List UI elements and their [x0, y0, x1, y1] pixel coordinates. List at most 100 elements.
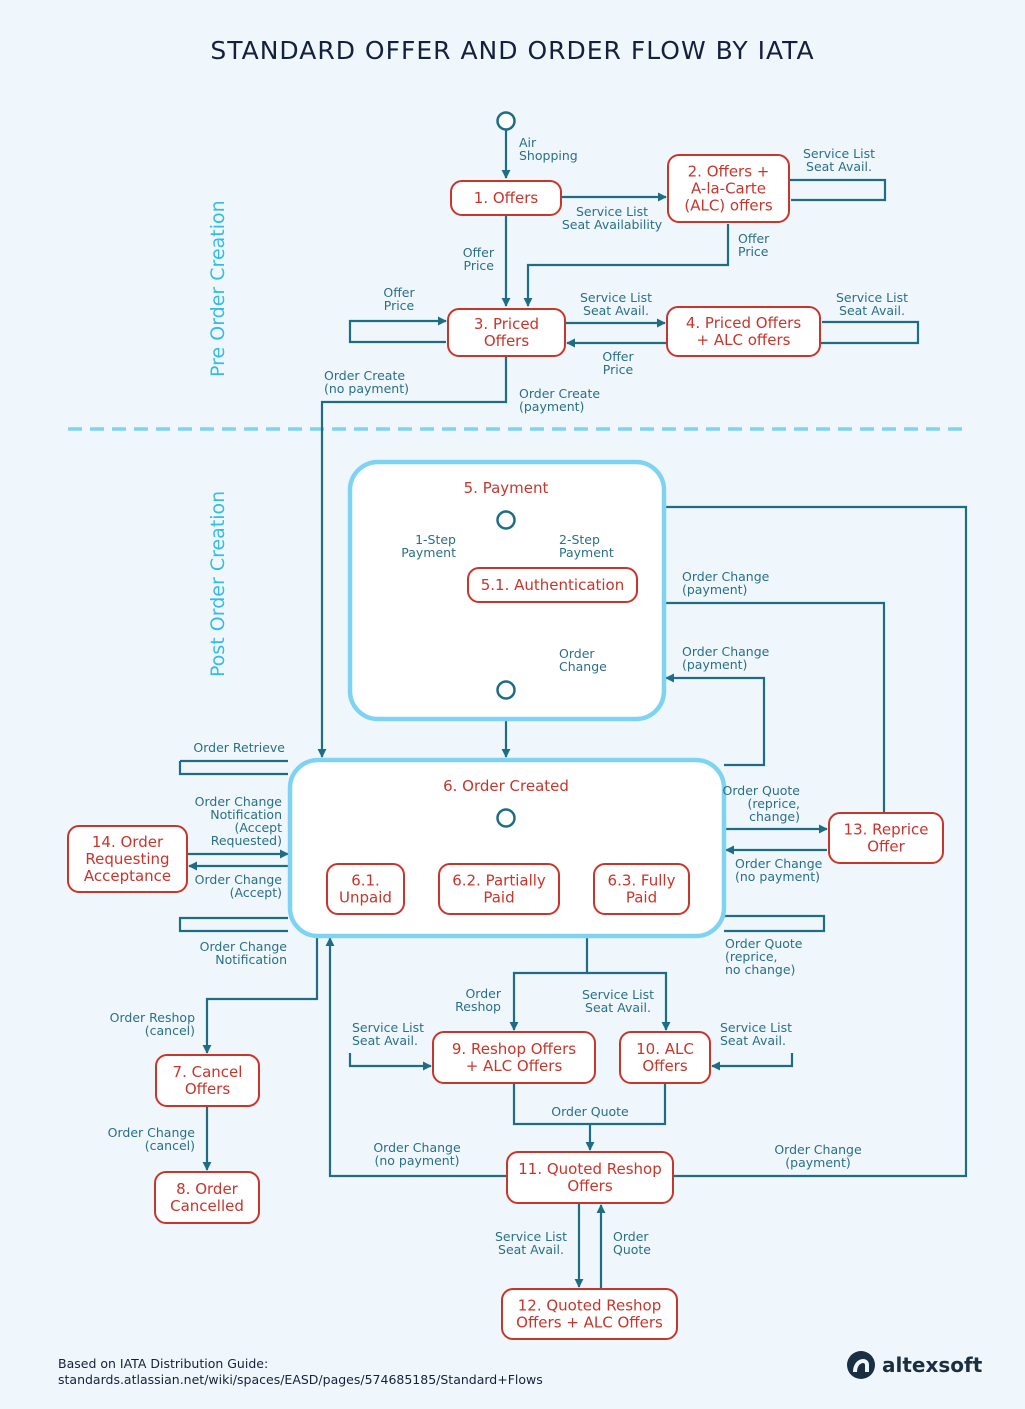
state-circle	[496, 680, 516, 700]
node-text: Offer	[867, 838, 905, 856]
flow-arrow	[540, 505, 968, 1178]
node-text: Paid	[483, 889, 514, 907]
node-text: 8. Order	[176, 1180, 239, 1198]
flow-arrow	[202, 936, 319, 1054]
edge-label-order-change-payment-11: Order Change(payment)	[774, 1142, 862, 1170]
flow-arrow	[509, 936, 589, 1031]
flow-arrow	[178, 761, 288, 776]
flow-arrow	[789, 178, 887, 202]
node-text: 10. ALC	[636, 1040, 694, 1058]
flow-arrow	[325, 937, 507, 1178]
flow-arrow	[665, 673, 766, 767]
node-text: Offers	[185, 1080, 231, 1098]
node-text: 4. Priced Offers	[686, 314, 801, 332]
node-text: (ALC) offers	[684, 197, 772, 215]
edge-label-order-change-cancel: Order Change(cancel)	[108, 1125, 196, 1153]
node-text: + ALC offers	[697, 331, 791, 349]
flow-arrow	[348, 1053, 432, 1071]
node-text: 1. Offers	[474, 189, 539, 207]
container-title: 6. Order Created	[443, 777, 569, 795]
node-reshop-offers: 9. Reshop Offers+ ALC Offers	[432, 1031, 596, 1084]
brand-logo: altexsoft	[846, 1350, 982, 1380]
node-text: 12. Quoted Reshop	[518, 1297, 662, 1315]
container-title: 5. Payment	[464, 479, 549, 497]
flow-arrow	[523, 224, 730, 307]
edge-label-order-reshop-cancel: Order Reshop(cancel)	[110, 1010, 195, 1038]
node-text: 5.1. Authentication	[481, 576, 625, 594]
edge-label-order-quote-11: Order Quote	[551, 1104, 629, 1119]
node-text: + ALC Offers	[466, 1057, 563, 1075]
node-text: 7. Cancel	[173, 1063, 243, 1081]
source-line-1: Based on IATA Distribution Guide:	[58, 1356, 269, 1371]
edge-label-order-change-no-payment-13: Order Change(no payment)	[735, 856, 823, 884]
edge-label-order-change-accept: Order Change(Accept)	[195, 872, 283, 900]
source-note: Based on IATA Distribution Guide: standa…	[58, 1356, 543, 1388]
node-text: Offers + ALC Offers	[516, 1314, 663, 1332]
node-unpaid: 6.1.Unpaid	[326, 863, 405, 915]
node-alc-offers: 2. Offers +A-la-Carte(ALC) offers	[667, 154, 790, 223]
state-circle	[496, 510, 516, 530]
source-line-2: standards.atlassian.net/wiki/spaces/EASD…	[58, 1372, 543, 1387]
node-text: Offers	[484, 332, 530, 350]
node-text: Acceptance	[84, 867, 171, 885]
node-text: A-la-Carte	[691, 180, 766, 198]
node-text: Unpaid	[339, 889, 392, 907]
node-text: 9. Reshop Offers	[452, 1040, 576, 1058]
node-text: 13. Reprice	[844, 821, 929, 839]
node-text: Requesting	[85, 850, 169, 868]
node-text: Offers	[567, 1177, 613, 1195]
node-text: Cancelled	[170, 1197, 244, 1215]
state-circle	[496, 111, 516, 131]
flow-arrow	[317, 356, 508, 758]
flow-arrow	[348, 316, 447, 344]
altexsoft-logo-icon	[847, 1351, 875, 1379]
edge-label-order-change-payment-6: Order Change(payment)	[682, 644, 770, 672]
node-text: 6.3. Fully	[608, 872, 676, 890]
edge-label-order-create-payment: Order Create(payment)	[519, 386, 600, 414]
page-title: STANDARD OFFER AND ORDER FLOW BY IATA	[210, 36, 815, 65]
node-text: 6.2. Partially	[452, 872, 546, 890]
edge-label-order-quote-reprice-no-change: Order Quote(reprice,no change)	[725, 936, 803, 977]
node-text: Paid	[626, 889, 657, 907]
flow-arrow	[724, 914, 826, 933]
node-offers: 1. Offers	[450, 180, 562, 216]
edge-label-order-quote-reprice-change: Order Quote(reprice,change)	[723, 783, 801, 824]
flow-arrow	[820, 320, 920, 345]
node-text: 3. Priced	[474, 315, 539, 333]
node-text: Offers	[642, 1057, 688, 1075]
flow-arrow	[638, 598, 886, 812]
node-priced-alc: 4. Priced Offers+ ALC offers	[666, 306, 821, 357]
flow-arrow	[178, 916, 288, 933]
node-text: 11. Quoted Reshop	[518, 1160, 662, 1178]
edge-label-order-retrieve: Order Retrieve	[193, 740, 285, 755]
